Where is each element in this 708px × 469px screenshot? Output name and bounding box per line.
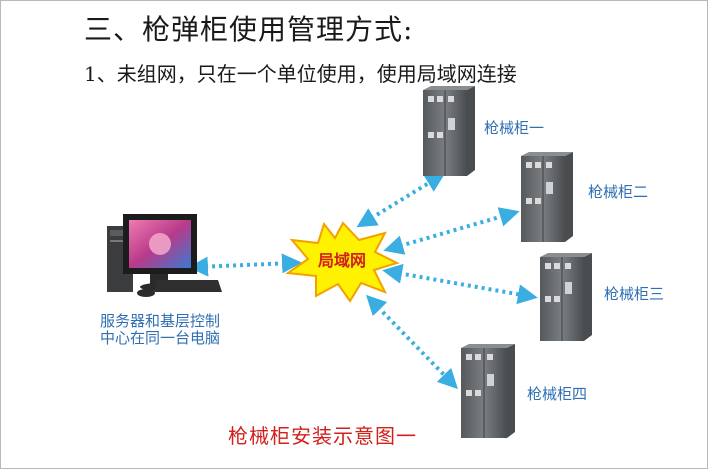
cabinet-2-icon (521, 152, 573, 242)
cabinet-4-label: 枪械柜四 (527, 385, 588, 403)
cabinet-3-icon (540, 253, 592, 341)
lan-label: 局域网 (318, 251, 366, 270)
arrow-to-cabinet-3 (382, 263, 538, 305)
cabinet-1-icon (423, 86, 475, 176)
diagram-caption: 枪械柜安装示意图一 (228, 424, 417, 448)
connection-arrows (188, 172, 538, 390)
cabinet-4-icon (461, 344, 515, 438)
cabinet-3-label: 枪械柜三 (604, 285, 665, 303)
cabinet-1-label: 枪械柜一 (484, 119, 545, 137)
arrow-to-cabinet-2 (383, 207, 520, 255)
server-label-line-1: 服务器和基层控制 (100, 312, 221, 330)
slide-subtitle: 1、未组网，只在一个单位使用，使用局域网连接 (84, 62, 517, 86)
arrow-to-cabinet-4 (366, 294, 458, 390)
arrow-to-cabinet-1 (356, 172, 446, 228)
arrow-to-server (188, 253, 302, 277)
slide-title: 三、枪弹柜使用管理方式: (84, 13, 414, 46)
server-label: 服务器和基层控制 中心在同一台电脑 (100, 313, 220, 347)
lan-burst: 局域网 (285, 221, 400, 303)
cabinet-2-label: 枪械柜二 (588, 183, 649, 201)
server-label-line-2: 中心在同一台电脑 (100, 329, 221, 347)
computer-icon (107, 214, 222, 297)
